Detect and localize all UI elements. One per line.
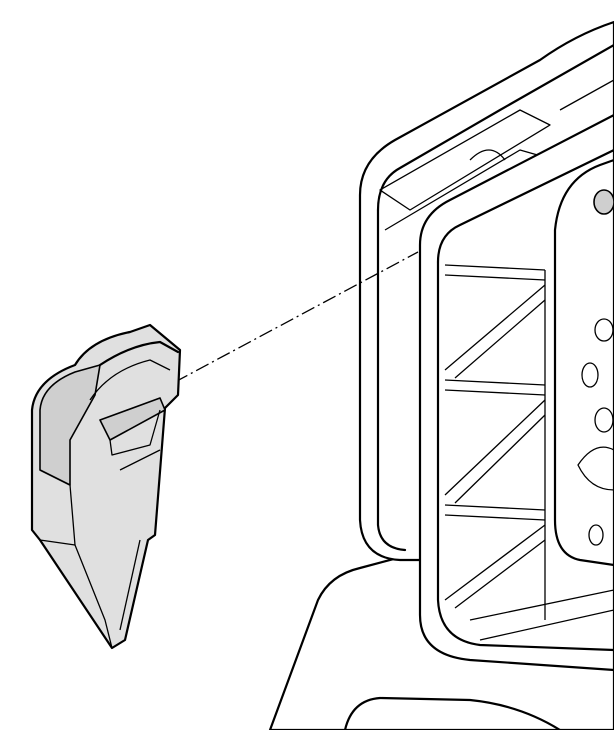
alignment-line: [174, 251, 419, 383]
clip-part: [30, 323, 182, 650]
front-frame: [418, 113, 614, 672]
